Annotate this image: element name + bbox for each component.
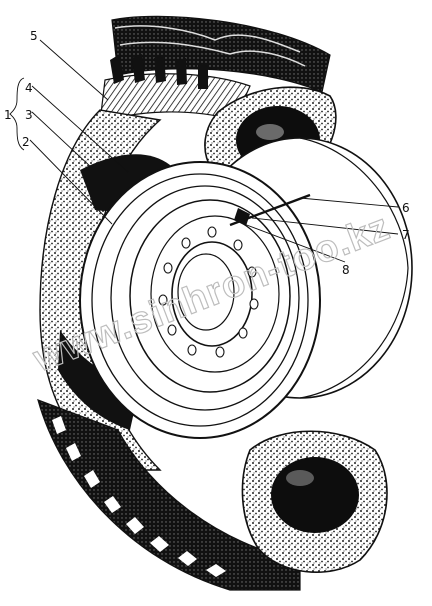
- tire-upper-section: [99, 15, 331, 123]
- callout-labels: 5 4 1 3 2 6 7 8: [4, 29, 410, 277]
- callout-group-1: 1: [4, 108, 12, 122]
- callout-5: 5: [30, 29, 38, 43]
- tire-lower-tread: [37, 399, 301, 591]
- callout-6: 6: [402, 201, 410, 215]
- leader-lines: [9, 39, 399, 263]
- callout-2: 2: [22, 135, 30, 149]
- wheel-rim: [79, 137, 413, 439]
- callout-4: 4: [25, 81, 33, 95]
- tube-lower-cut: [241, 430, 388, 573]
- callout-7: 7: [402, 228, 410, 242]
- callout-8: 8: [342, 263, 350, 277]
- callout-3: 3: [25, 108, 33, 122]
